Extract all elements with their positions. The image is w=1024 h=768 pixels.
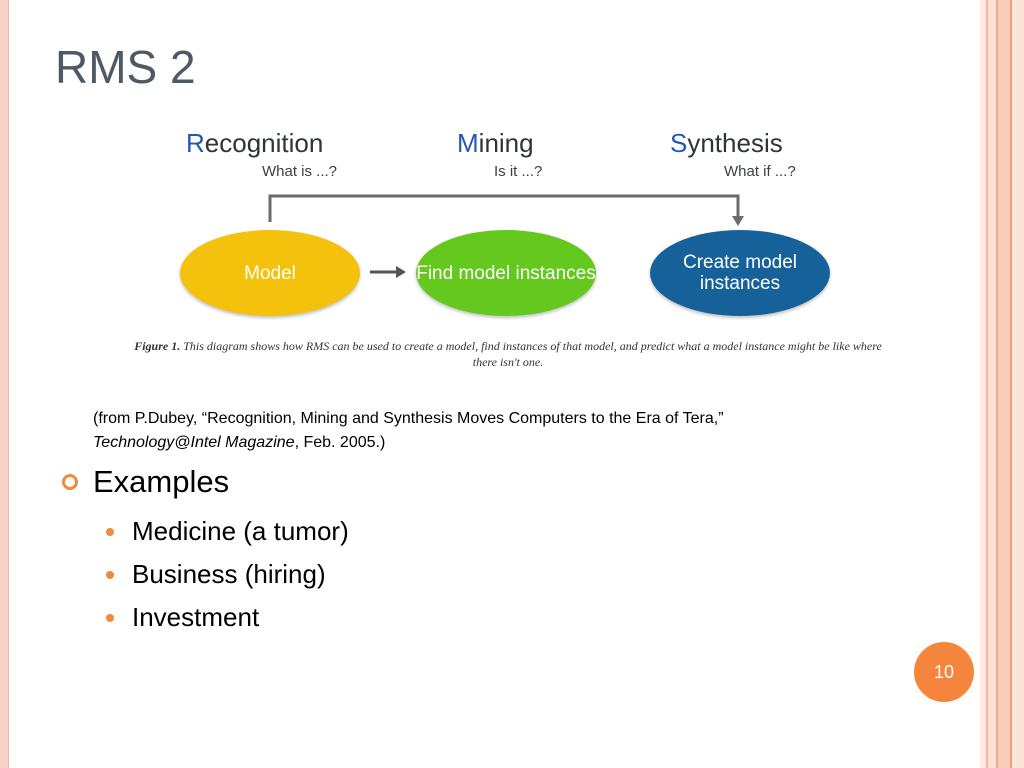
stage-title-synthesis: Synthesis [670,128,783,158]
bullet-examples: Examples [60,464,349,500]
feedback-line [268,194,740,222]
model-to-find-arrowhead [396,266,406,278]
stage-subtitle-mining: Is it ...? [494,163,543,180]
node-find-model-instances: Find model instances [416,230,596,316]
dot-bullet-icon [106,527,114,536]
ring-bullet-icon [62,474,78,490]
left-border-decoration [0,0,9,768]
stage-subtitle-synthesis: What if ...? [724,163,796,180]
dot-bullet-icon [106,570,114,579]
list-item: Business (hiring) [106,553,349,596]
examples-sub-list: Medicine (a tumor) Business (hiring) Inv… [60,510,349,639]
dot-bullet-icon [106,613,114,622]
node-create-model-instances: Create model instances [650,230,830,316]
bullet-list: Examples Medicine (a tumor) Business (hi… [60,464,349,639]
flow-connectors [268,194,744,278]
page-number-badge: 10 [914,642,974,702]
slide-title: RMS 2 [55,41,196,93]
list-item: Medicine (a tumor) [106,510,349,553]
node-model: Model [180,230,360,316]
stage-subtitle-recognition: What is ...? [262,163,338,180]
rms-diagram: Recognition What is ...? Mining Is it ..… [120,120,900,380]
citation: (from P.Dubey, “Recognition, Mining and … [93,410,724,451]
stage-title-recognition: Recognition [186,128,324,158]
feedback-arrowhead [732,216,744,226]
stage-title-mining: Mining [457,128,534,158]
list-item: Investment [106,596,349,639]
right-stripe-decoration [980,0,1024,768]
figure-caption: Figure 1. This diagram shows how RMS can… [134,339,882,369]
